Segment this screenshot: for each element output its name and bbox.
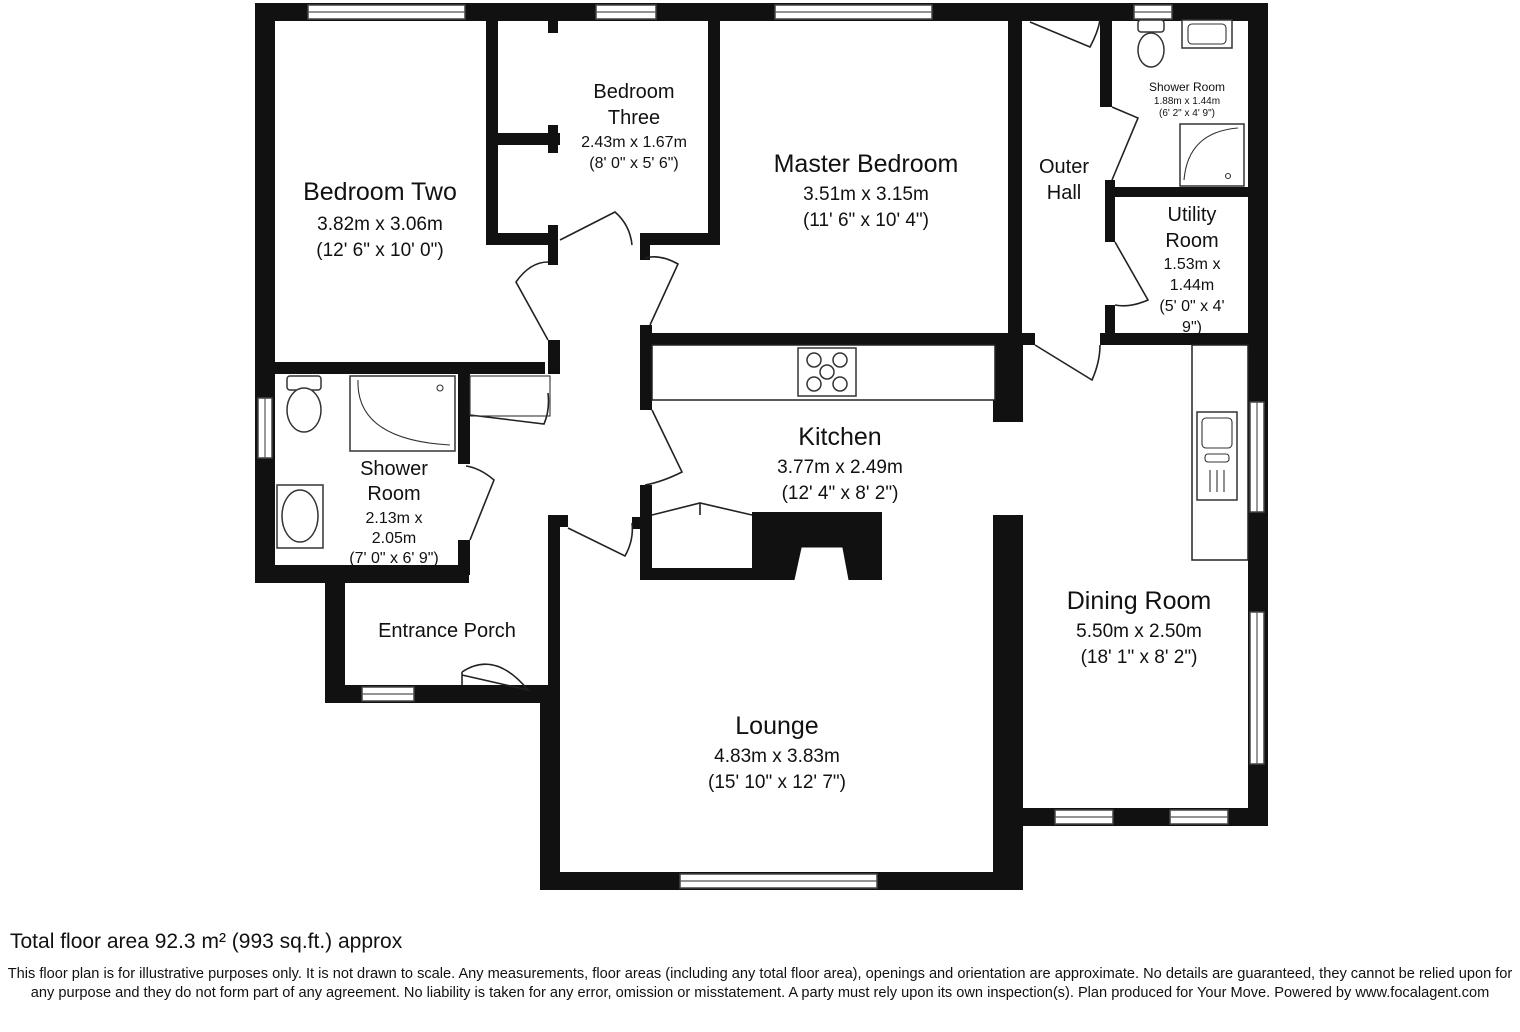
door-lounge xyxy=(567,522,634,558)
room-name: Entrance Porch xyxy=(378,620,516,642)
room-size-metric: 1.44m xyxy=(1170,277,1214,294)
hob-icon xyxy=(797,347,857,397)
room-labels: Bedroom Two 3.82m x 3.06m (12' 6" x 10' … xyxy=(303,80,1225,793)
room-size-metric: 2.43m x 1.67m xyxy=(581,134,687,151)
room-bedroom-two: Bedroom Two 3.82m x 3.06m (12' 6" x 10' … xyxy=(303,178,457,261)
room-lounge: Lounge 4.83m x 3.83m (15' 10" x 12' 7") xyxy=(708,712,846,793)
door-entrance xyxy=(461,663,531,692)
room-name: Dining Room xyxy=(1067,587,1212,615)
window-dining-bottom-2 xyxy=(1169,809,1229,825)
basin-icon xyxy=(276,484,324,549)
door-outer-hall-top xyxy=(1029,19,1101,49)
room-size-metric: 1.88m x 1.44m xyxy=(1154,96,1220,107)
room-dining-room: Dining Room 5.50m x 2.50m (18' 1" x 8' 2… xyxy=(1067,587,1212,668)
window-entrance-porch xyxy=(361,686,415,702)
room-name: Hall xyxy=(1047,182,1081,204)
room-name: Three xyxy=(608,107,660,129)
room-name: Room xyxy=(367,483,420,505)
toilet-icon xyxy=(1137,19,1165,68)
room-name: Master Bedroom xyxy=(774,150,959,178)
room-name: Shower Room xyxy=(1149,80,1225,94)
fixtures xyxy=(276,19,1249,561)
door-utility xyxy=(1114,241,1150,307)
room-kitchen: Kitchen 3.77m x 2.49m (12' 4" x 8' 2") xyxy=(777,423,903,504)
doors xyxy=(461,19,1150,692)
room-name: Lounge xyxy=(735,712,818,740)
shower-tray-icon xyxy=(1179,123,1245,187)
room-size-metric: 4.83m x 3.83m xyxy=(714,746,840,767)
room-name: Utility xyxy=(1168,204,1217,226)
room-name: Bedroom xyxy=(593,81,674,103)
room-size-imperial: (15' 10" x 12' 7") xyxy=(708,772,846,793)
floor-plan: Bedroom Two 3.82m x 3.06m (12' 6" x 10' … xyxy=(255,3,1268,890)
room-shower-room-small: Shower Room 1.88m x 1.44m (6' 2" x 4' 9"… xyxy=(1149,80,1225,119)
room-size-metric: 3.77m x 2.49m xyxy=(777,457,903,478)
room-size-metric: 2.05m xyxy=(372,530,416,547)
total-floor-area: Total floor area 92.3 m² (993 sq.ft.) ap… xyxy=(10,930,403,953)
room-size-metric: 3.51m x 3.15m xyxy=(803,184,929,205)
room-shower-room: Shower Room 2.13m x 2.05m (7' 0" x 6' 9"… xyxy=(349,458,439,567)
room-name: Room xyxy=(1165,230,1218,252)
door-dining xyxy=(1034,344,1101,382)
room-utility-room: Utility Room 1.53m x 1.44m (5' 0" x 4' 9… xyxy=(1159,204,1224,336)
room-size-imperial: (7' 0" x 6' 9") xyxy=(349,550,439,567)
disclaimer-text: This floor plan is for illustrative purp… xyxy=(7,966,1513,1001)
door-shower-room-cupboard xyxy=(469,392,550,425)
room-size-imperial: (11' 6" x 10' 4") xyxy=(803,210,929,231)
window-dining-bottom-1 xyxy=(1054,809,1114,825)
room-bedroom-three: Bedroom Three 2.43m x 1.67m (8' 0" x 5' … xyxy=(581,81,687,172)
room-size-imperial: (18' 1" x 8' 2") xyxy=(1081,647,1198,668)
room-size-imperial: (8' 0" x 5' 6") xyxy=(589,155,679,172)
door-bedroom-two xyxy=(515,261,549,341)
room-name: Kitchen xyxy=(798,423,881,451)
window-bedroom-three xyxy=(595,4,657,20)
fireplace-hearth xyxy=(794,547,849,581)
basin-icon xyxy=(1181,19,1233,49)
room-master-bedroom: Master Bedroom 3.51m x 3.15m (11' 6" x 1… xyxy=(774,150,959,231)
window-kitchen-side xyxy=(1249,401,1265,513)
door-bedroom-three xyxy=(559,211,633,246)
room-size-imperial: (12' 4" x 8' 2") xyxy=(782,483,899,504)
door-kitchen xyxy=(644,409,684,486)
window-bedroom-two xyxy=(307,4,466,20)
room-size-metric: 1.53m x xyxy=(1164,256,1221,273)
door-master-bedroom xyxy=(644,256,680,326)
windows xyxy=(257,4,1265,889)
door-shower-room xyxy=(465,465,495,541)
room-size-imperial: 9") xyxy=(1182,319,1202,336)
sink-icon xyxy=(1196,411,1238,501)
window-master-bedroom xyxy=(774,4,933,20)
room-name: Shower xyxy=(360,458,428,480)
window-lounge xyxy=(679,873,878,889)
shower-tray-icon xyxy=(349,375,456,452)
door-kitchen-cupboard xyxy=(651,502,753,516)
shower-room-cupboard xyxy=(469,375,551,417)
room-entrance-porch: Entrance Porch xyxy=(378,620,516,642)
room-size-metric: 2.13m x xyxy=(366,510,423,527)
window-shower-room xyxy=(257,397,273,459)
window-dining-side xyxy=(1249,611,1265,765)
door-shower-small xyxy=(1111,106,1140,181)
room-size-metric: 3.82m x 3.06m xyxy=(317,214,443,235)
room-name: Outer xyxy=(1039,156,1089,178)
window-shower-room-small xyxy=(1133,4,1173,20)
room-name: Bedroom Two xyxy=(303,178,457,206)
room-size-imperial: (6' 2" x 4' 9") xyxy=(1159,108,1215,119)
room-outer-hall: Outer Hall xyxy=(1039,156,1089,204)
room-size-imperial: (5' 0" x 4' xyxy=(1159,298,1224,315)
room-size-imperial: (12' 6" x 10' 0") xyxy=(316,240,443,261)
toilet-icon xyxy=(286,375,322,433)
room-size-metric: 5.50m x 2.50m xyxy=(1076,621,1202,642)
